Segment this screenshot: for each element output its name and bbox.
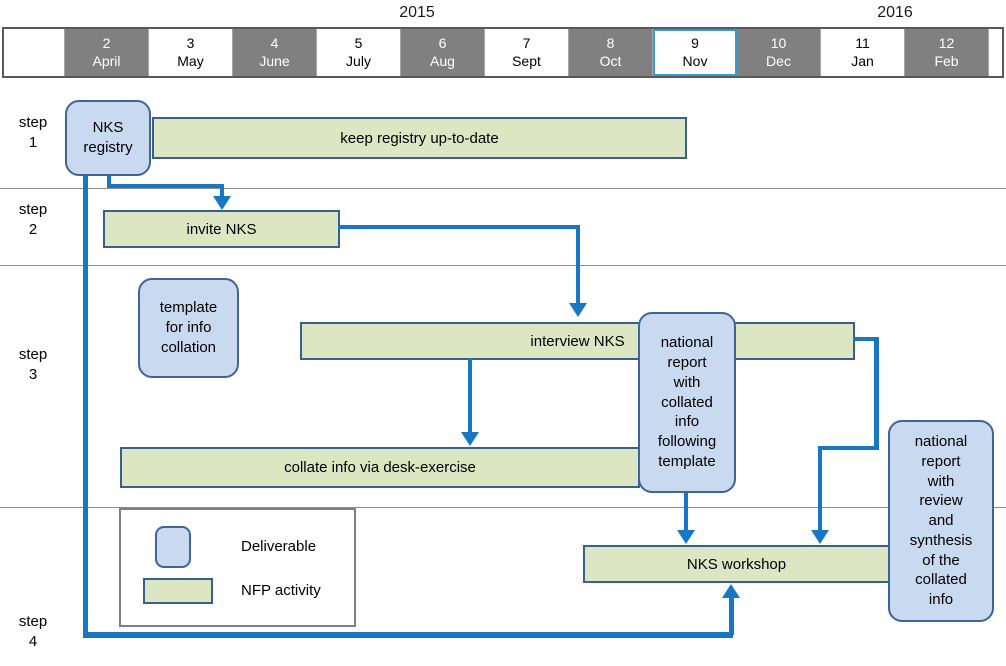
month-cell-empty <box>4 29 65 76</box>
month-cell-filler <box>989 29 1002 76</box>
month-name: May <box>177 52 204 69</box>
month-name: Sept <box>512 52 541 69</box>
connector-registry-to-invite-h <box>107 184 224 188</box>
month-number: 3 <box>186 35 195 51</box>
month-cell-aug: 6 Aug <box>401 29 485 76</box>
month-number: 7 <box>522 35 531 51</box>
arrowhead-into-workshop-bottom <box>722 584 740 598</box>
year-label-2016: 2016 <box>877 4 913 21</box>
connector-interview-to-collate-v <box>468 358 472 432</box>
month-name: April <box>92 52 121 69</box>
deliverable-box-review-report: national report with review and synthesi… <box>888 420 994 622</box>
deliverable-box-collated-report: national report with collated info follo… <box>638 312 736 493</box>
connector-workshop-up-shaft <box>729 597 734 635</box>
month-number: 4 <box>270 35 279 51</box>
month-cell-sept: 7 Sept <box>485 29 569 76</box>
separator-step2-step3 <box>0 265 1006 266</box>
month-number: 5 <box>354 35 363 51</box>
connector-report-to-workshop-v <box>684 492 688 530</box>
arrowhead-into-invite-bar <box>213 196 231 210</box>
connector-registry-to-invite-v1 <box>107 172 111 188</box>
month-name: Feb <box>934 52 959 69</box>
month-cell-june: 4 June <box>233 29 317 76</box>
month-cell-july: 5 July <box>317 29 401 76</box>
activity-bar-nks-workshop: NKS workshop <box>583 545 890 583</box>
connector-interview-out-v2 <box>818 446 822 530</box>
month-name: Jan <box>851 52 874 69</box>
timeline-header: 2 April 3 May 4 June 5 July 6 Aug 7 Sept… <box>2 27 1004 78</box>
month-name: Nov <box>682 52 708 69</box>
year-label-2015: 2015 <box>399 4 435 21</box>
connector-invite-to-interview-h <box>338 225 580 229</box>
activity-bar-interview-nks: interview NKS <box>300 322 855 360</box>
month-name: July <box>346 52 371 69</box>
legend-box: Deliverable NFP activity <box>119 508 356 627</box>
month-number: 2 <box>102 35 111 51</box>
step-label-3: step 3 <box>18 346 48 384</box>
month-cell-oct: 8 Oct <box>569 29 653 76</box>
arrowhead-into-workshop-left <box>677 530 695 544</box>
month-number: 6 <box>438 35 447 51</box>
step-label-1: step 1 <box>18 114 48 152</box>
month-number: 11 <box>855 35 870 51</box>
connector-registry-to-workshop-vertical <box>83 172 88 635</box>
month-cell-nov-highlighted: 9 Nov <box>653 29 737 76</box>
activity-bar-keep-registry: keep registry up-to-date <box>152 117 687 159</box>
deliverable-box-nks-registry: NKS registry <box>65 100 151 176</box>
connector-interview-out-h1 <box>853 337 879 341</box>
legend-activity-label: NFP activity <box>241 582 321 599</box>
connector-registry-to-workshop-horizontal <box>83 632 733 638</box>
connector-registry-to-invite-v2 <box>220 184 224 196</box>
activity-bar-collate-info: collate info via desk-exercise <box>120 447 640 488</box>
month-name: Oct <box>599 52 622 69</box>
month-number: 9 <box>691 35 699 51</box>
step-label-4: step 4 <box>18 613 48 651</box>
month-cell-april: 2 April <box>65 29 149 76</box>
arrowhead-into-collate-bar <box>461 432 479 446</box>
month-number: 8 <box>606 35 615 51</box>
month-cell-feb: 12 Feb <box>905 29 989 76</box>
month-name: Aug <box>430 52 455 69</box>
month-name: Dec <box>766 52 791 69</box>
activity-bar-invite-nks: invite NKS <box>103 210 340 248</box>
month-name: June <box>259 52 290 69</box>
month-cell-dec: 10 Dec <box>737 29 821 76</box>
month-cell-may: 3 May <box>149 29 233 76</box>
legend-deliverable-swatch <box>155 526 191 568</box>
connector-interview-out-v1 <box>874 337 879 450</box>
arrowhead-into-workshop-right <box>811 530 829 544</box>
separator-step1-step2 <box>0 188 1006 189</box>
arrowhead-into-interview-bar <box>569 303 587 317</box>
month-cell-jan: 11 Jan <box>821 29 905 76</box>
connector-interview-out-h2 <box>818 446 879 450</box>
legend-deliverable-label: Deliverable <box>241 538 317 555</box>
connector-invite-to-interview-v <box>576 225 580 303</box>
deliverable-box-template: template for info collation <box>138 278 239 378</box>
legend-activity-swatch <box>143 578 213 604</box>
step-label-2: step 2 <box>18 201 48 239</box>
month-number: 10 <box>770 35 787 51</box>
separator-step3-step4 <box>0 507 1006 508</box>
month-number: 12 <box>938 35 955 51</box>
